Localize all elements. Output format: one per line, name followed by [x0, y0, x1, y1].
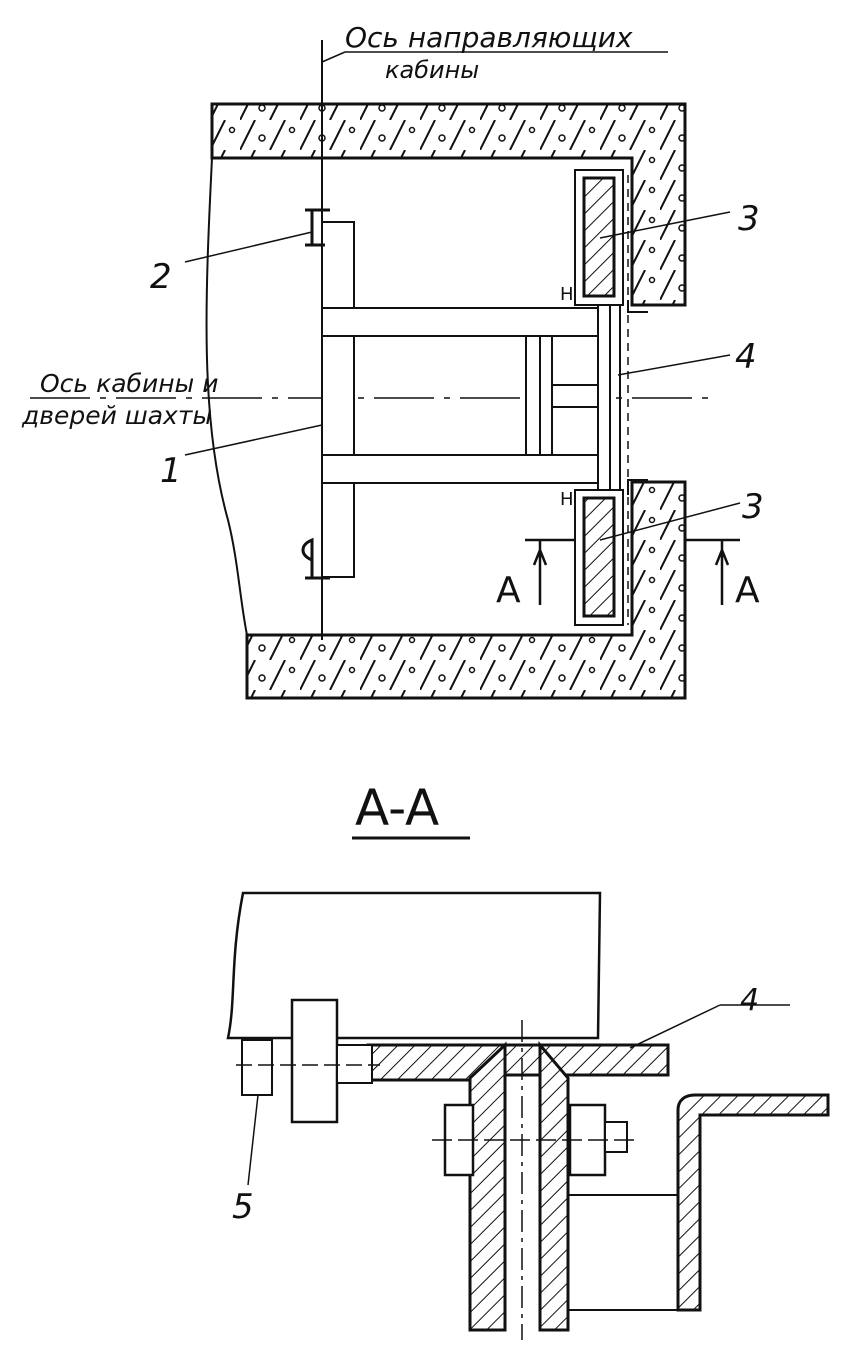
upper-door-leaf — [582, 176, 616, 298]
guide-axis-label-1: Ось направляющих — [345, 21, 633, 54]
callout-section-5: 5 — [232, 1187, 254, 1227]
leader-1 — [184, 424, 323, 456]
leader-3-bottom — [599, 502, 741, 541]
leader-section-5 — [247, 1094, 259, 1186]
tube-bolt-end — [604, 1121, 628, 1153]
sill-body — [226, 891, 602, 1040]
leader-section-4 — [629, 1004, 721, 1049]
bracket-mark-top: H — [560, 284, 574, 305]
cabin-axis-label-1: Ось кабины и — [40, 369, 218, 398]
bracket-bottom — [627, 479, 648, 495]
nut-5 — [241, 1039, 273, 1096]
section-mark-left: A — [496, 570, 521, 611]
bottom-guide-shoe — [301, 537, 330, 580]
section-mark-left-arrow — [525, 538, 575, 605]
plate — [366, 1043, 670, 1082]
lower-beam — [321, 454, 599, 484]
upper-beam — [321, 307, 599, 337]
callout-2: 2 — [150, 257, 172, 297]
guide-axis-leader — [321, 51, 346, 63]
bracket-mark-bottom: H — [560, 489, 574, 510]
lower-door-leaf — [582, 496, 616, 618]
callout-section-4: 4 — [740, 983, 759, 1018]
bolt-shank — [336, 1044, 373, 1084]
cabin-wall — [321, 221, 355, 578]
angle-bracket — [676, 1093, 830, 1312]
frame-post-left — [525, 335, 541, 456]
section-mark-right: A — [735, 570, 760, 611]
callout-4: 4 — [735, 337, 757, 377]
bracket-box — [567, 1194, 679, 1311]
door-bar — [597, 297, 611, 499]
leader-2 — [184, 231, 313, 263]
leader-3-top — [599, 211, 731, 239]
bottom-wall — [245, 480, 687, 700]
section-title: A-A — [355, 779, 439, 837]
cross-block — [551, 384, 599, 408]
tube-left-wall — [468, 1041, 507, 1332]
callout-3-top: 3 — [738, 199, 760, 239]
callout-3-bottom: 3 — [742, 487, 764, 527]
bolt-head — [290, 998, 339, 1124]
top-guide-shoe — [305, 208, 330, 247]
cabin-axis-label-2: дверей шахты — [21, 401, 212, 430]
frame-post-right — [539, 335, 553, 456]
section-mark-right-arrow — [685, 538, 740, 605]
plan-view: H H Ось направляющих кабины Ось кабины и… — [21, 21, 764, 700]
leader-4 — [617, 354, 731, 376]
tube-right-wall — [538, 1040, 570, 1332]
section-view: A-A 4 5 — [226, 779, 830, 1340]
guide-axis-label-2: кабины — [385, 56, 479, 84]
bracket-top — [627, 300, 648, 313]
callout-1: 1 — [160, 451, 182, 491]
